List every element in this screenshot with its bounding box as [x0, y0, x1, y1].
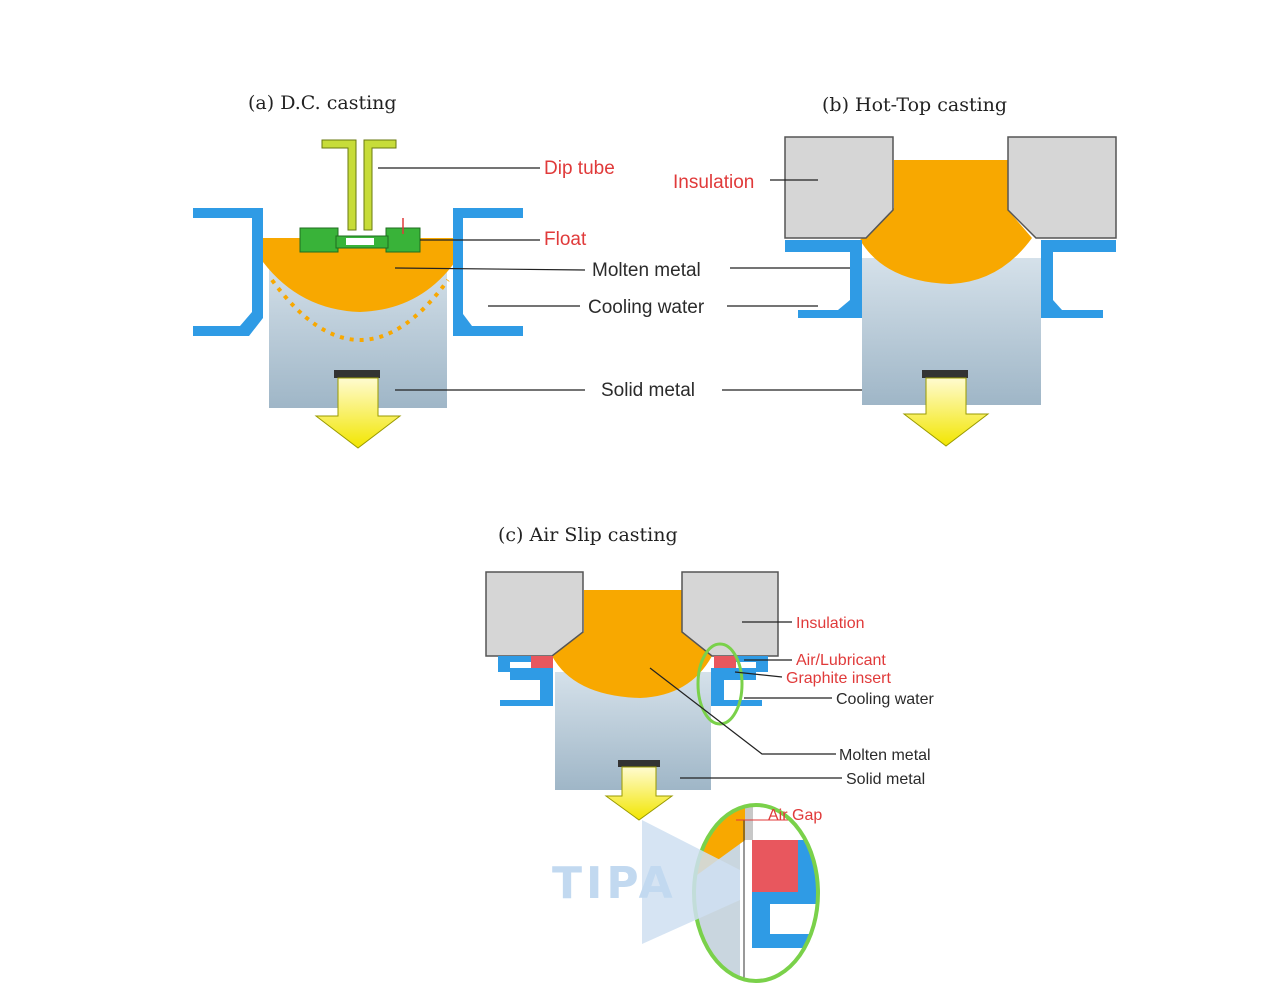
panel-c-molten-pool: [552, 590, 712, 698]
panel-c-air-slip-casting: (c) Air Slip casting Insulation Air/Lubr…: [485, 524, 935, 983]
panel-a-float: [299, 218, 421, 253]
panel-c-highlight-ellipse: [696, 642, 744, 726]
panel-b-left-insulation: [784, 136, 894, 239]
panel-c-left-insulation: [485, 571, 584, 657]
panel-b-molten-pool: [860, 160, 1032, 284]
panel-a-dip-tube: [321, 139, 397, 231]
label-insulation-c: Insulation: [796, 615, 865, 632]
panel-b-hot-top-casting: (b) Hot-Top casting Insulation: [673, 94, 1117, 447]
panel-a-molten-pool: [263, 238, 455, 312]
panel-c-extraction-arrow: [604, 760, 674, 821]
leader-graphite-insert: [734, 671, 783, 678]
panel-b-right-insulation: [1007, 136, 1117, 239]
panel-c-caption: (c) Air Slip casting: [498, 524, 678, 546]
panel-c-left-mold: [498, 656, 553, 706]
panel-b-caption: (b) Hot-Top casting: [822, 94, 1007, 116]
label-graphite-insert: Graphite insert: [786, 670, 891, 687]
label-molten-metal: Molten metal: [592, 260, 701, 281]
panel-a-extraction-arrow: [314, 370, 402, 449]
label-cooling-water: Cooling water: [588, 297, 705, 318]
watermark-text: TIPA: [552, 858, 677, 909]
label-solid-metal-c: Solid metal: [846, 771, 925, 788]
panel-a-left-mold: [193, 208, 263, 336]
label-cooling-water-c: Cooling water: [836, 691, 935, 708]
label-dip-tube: Dip tube: [544, 158, 615, 179]
panel-a-dc-casting: (a) D.C. casting Dip tube Float Mo: [193, 92, 912, 449]
watermark-logo: TIPA: [552, 820, 740, 944]
panel-a-right-mold: [453, 208, 523, 336]
leader-molten-metal-a: [394, 267, 586, 271]
label-insulation-b: Insulation: [673, 172, 754, 193]
leader-molten-metal-c: [649, 667, 836, 755]
panel-c-right-mold: [711, 656, 768, 706]
panel-a-caption: (a) D.C. casting: [248, 92, 397, 114]
label-molten-metal-c: Molten metal: [839, 747, 931, 764]
label-solid-metal: Solid metal: [601, 380, 695, 401]
panel-b-left-mold: [785, 240, 862, 318]
label-air-lubricant: Air/Lubricant: [796, 652, 886, 669]
panel-b-extraction-arrow: [902, 370, 990, 447]
panel-a-solidification-front: [270, 278, 450, 342]
panel-c-right-insulation: [681, 571, 779, 657]
label-float: Float: [544, 229, 587, 250]
label-air-gap: Air Gap: [768, 807, 822, 824]
panel-b-right-mold: [1041, 240, 1116, 318]
